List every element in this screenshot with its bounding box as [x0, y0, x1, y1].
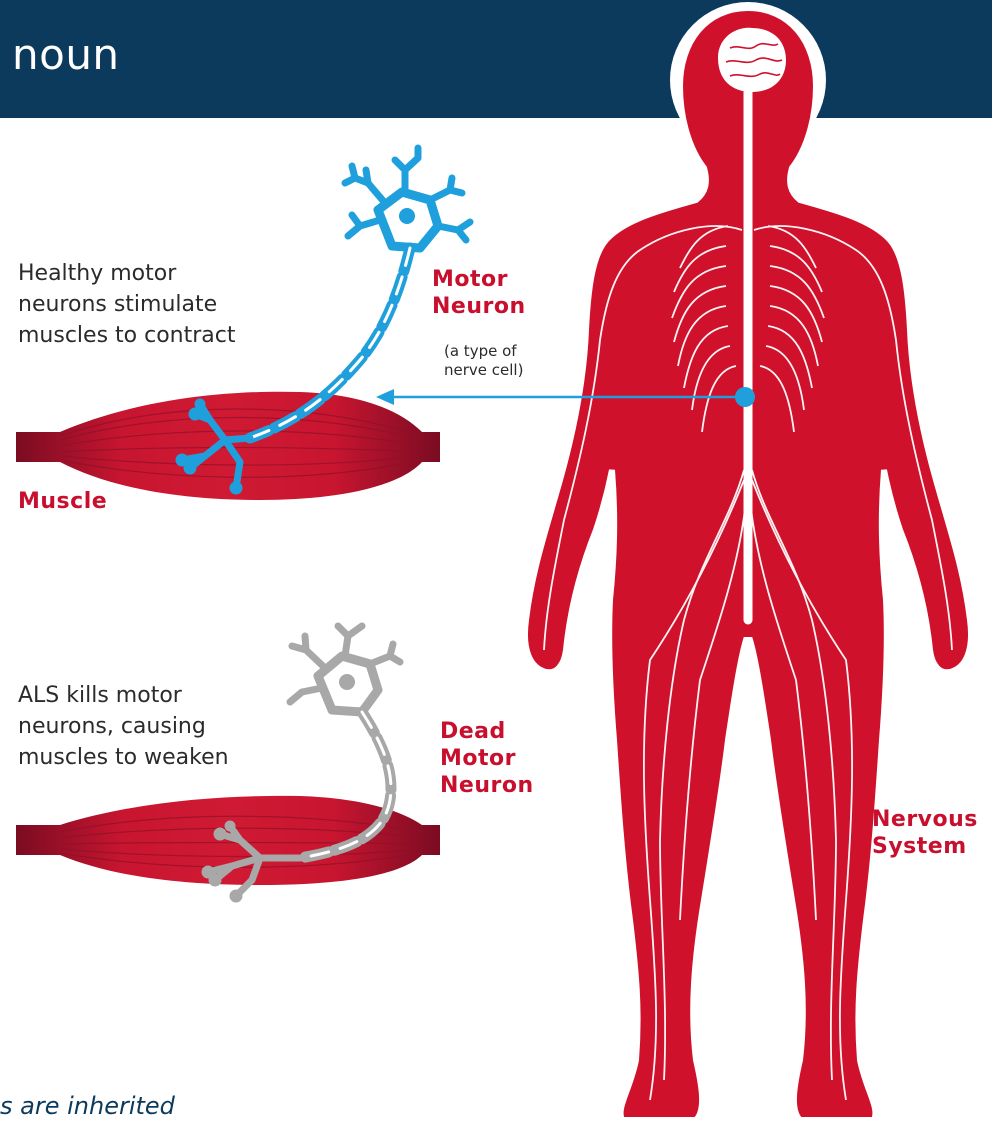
motor-neuron-label-line: Neuron: [432, 293, 526, 320]
human-body: [525, 2, 971, 1120]
dead-neuron-label-line: Neuron: [440, 772, 534, 799]
healthy-caption: Healthy motor neurons stimulate muscles …: [18, 258, 236, 351]
nervous-system-label: Nervous System: [872, 806, 978, 860]
dead-neuron-label-line: Dead: [440, 718, 534, 745]
healthy-caption-line: muscles to contract: [18, 320, 236, 351]
nervous-system-label-line: System: [872, 833, 978, 860]
motor-neuron-note: (a type of nerve cell): [444, 342, 523, 380]
als-caption: ALS kills motor neurons, causing muscles…: [18, 680, 229, 773]
healthy-caption-line: neurons stimulate: [18, 289, 236, 320]
motor-neuron-label: Motor Neuron: [432, 266, 526, 320]
motor-neuron-label-line: Motor: [432, 266, 526, 293]
muscle-label: Muscle: [18, 488, 107, 515]
als-caption-line: neurons, causing: [18, 711, 229, 742]
dead-neuron-label-line: Motor: [440, 745, 534, 772]
nervous-system-label-line: Nervous: [872, 806, 978, 833]
motor-neuron-note-line: nerve cell): [444, 361, 523, 380]
motor-neuron-note-line: (a type of: [444, 342, 523, 361]
dead-neuron-label: Dead Motor Neuron: [440, 718, 534, 799]
healthy-caption-line: Healthy motor: [18, 258, 236, 289]
als-caption-line: ALS kills motor: [18, 680, 229, 711]
als-caption-line: muscles to weaken: [18, 742, 229, 773]
footer-text: s are inherited: [0, 1092, 175, 1120]
